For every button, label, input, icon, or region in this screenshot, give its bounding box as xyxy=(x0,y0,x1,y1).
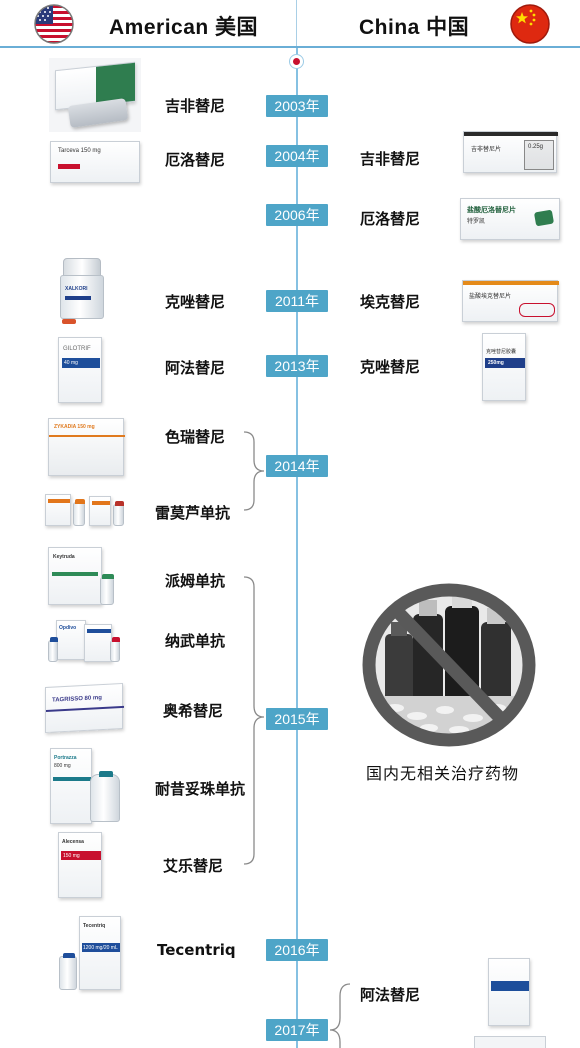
us-pack-ramucirumab-image xyxy=(45,490,127,530)
zykadia-pack-label: ZYKADIA 150 mg xyxy=(54,424,95,430)
us-pack-afatinib-image: GILOTRIF 40 mg xyxy=(58,337,102,403)
header-divider xyxy=(296,0,297,46)
us-drug-necitumumab: 耐昔妥珠单抗 xyxy=(155,780,246,798)
cn-erlotinib-pack-label: 盐酸厄洛替尼片 xyxy=(467,207,516,214)
gilotrif-pack-label: GILOTRIF xyxy=(63,346,91,352)
us-drug-crizotinib: 克唑替尼 xyxy=(165,293,226,311)
year-badge-2013: 2013年 xyxy=(266,355,328,377)
portrazza-pack-dose: 800 mg xyxy=(54,763,71,769)
us-drug-nivolumab: 纳武单抗 xyxy=(165,632,226,650)
cn-crizotinib-pack-label: 克唑替尼胶囊 xyxy=(486,349,517,355)
tecentriq-pack-dose: 1200 mg/20 mL xyxy=(83,945,118,951)
cn-pack-erlotinib-image: 盐酸厄洛替尼片 特罗凯 xyxy=(460,198,560,240)
portrazza-pack-label: Portrazza xyxy=(54,755,77,761)
us-drug-tecentriq: Tecentriq xyxy=(157,941,236,959)
us-drug-ceritinib: 色瑞替尼 xyxy=(165,428,226,446)
us-drug-alectinib: 艾乐替尼 xyxy=(163,857,224,875)
cn-drug-gefitinib: 吉非替尼 xyxy=(360,150,421,168)
keytruda-pack-label: Keytruda xyxy=(53,554,75,560)
us-pack-necitumumab-image: Portrazza 800 mg xyxy=(50,748,126,826)
cn-pack-afatinib-image xyxy=(488,958,530,1026)
cn-pack-gefitinib-image: 吉非替尼片 0.25g xyxy=(463,131,558,173)
us-pack-pembrolizumab-image: Keytruda xyxy=(48,547,118,609)
us-drug-erlotinib: 厄洛替尼 xyxy=(165,151,226,169)
us-pack-alectinib-image: Alecensa 150 mg xyxy=(58,832,102,898)
us-pack-osimertinib-image: TAGRISSO 80 mg xyxy=(45,682,124,734)
timeline-start-dot xyxy=(289,54,304,69)
gilotrif-pack-dose: 40 mg xyxy=(64,360,78,366)
cn-drug-erlotinib: 厄洛替尼 xyxy=(360,210,421,228)
year-badge-2015: 2015年 xyxy=(266,708,328,730)
cn-drug-crizotinib: 克唑替尼 xyxy=(360,358,421,376)
us-drug-osimertinib: 奥希替尼 xyxy=(163,702,224,720)
us-drug-ramucirumab: 雷莫芦单抗 xyxy=(155,504,231,522)
cn-drug-icotinib: 埃克替尼 xyxy=(360,293,421,311)
year-badge-2014: 2014年 xyxy=(266,455,328,477)
us-pack-nivolumab-image: Opdivo xyxy=(48,620,122,666)
year-badge-2011: 2011年 xyxy=(266,290,328,312)
tecentriq-pack-label: Tecentriq xyxy=(83,923,106,929)
china-flag-icon xyxy=(510,4,550,44)
cn-icotinib-pack-label: 盐酸埃克替尼片 xyxy=(469,294,512,300)
header-rule xyxy=(0,46,580,48)
cn-erlotinib-pack-brand: 特罗凯 xyxy=(467,219,486,225)
tarceva-pack-label: Tarceva 150 mg xyxy=(58,148,101,154)
header: American 美国 China 中国 xyxy=(0,0,580,48)
no-drug-caption: 国内无相关治疗药物 xyxy=(366,764,520,783)
year-badge-2003: 2003年 xyxy=(266,95,328,117)
us-drug-pembrolizumab: 派姆单抗 xyxy=(165,572,226,590)
alecensa-pack-dose: 150 mg xyxy=(63,853,80,859)
brace-2015 xyxy=(243,576,265,865)
year-badge-2017: 2017年 xyxy=(266,1019,328,1041)
tagrisso-pack-label: TAGRISSO 80 mg xyxy=(52,695,102,704)
brace-2017 xyxy=(329,983,351,1048)
timeline-axis xyxy=(296,48,298,1048)
cn-drug-afatinib: 阿法替尼 xyxy=(360,986,421,1004)
cn-pack-partial-image xyxy=(474,1036,546,1048)
brace-2014 xyxy=(243,431,265,511)
cn-gefitinib-pack-dose: 0.25g xyxy=(528,144,544,150)
cn-pack-icotinib-image: 盐酸埃克替尼片 xyxy=(462,280,559,322)
us-pack-tecentriq-image: Tecentriq 1200 mg/20 mL xyxy=(55,916,127,992)
us-pack-erlotinib-image: Tarceva 150 mg xyxy=(50,141,140,183)
opdivo-pack-label: Opdivo xyxy=(59,625,77,631)
year-badge-2016: 2016年 xyxy=(266,939,328,961)
header-right-title: China 中国 xyxy=(359,16,470,39)
no-drug-prohibited-icon xyxy=(362,583,536,747)
cn-crizotinib-pack-dose: 250mg xyxy=(488,360,504,366)
us-pack-crizotinib-image: XALKORI xyxy=(58,258,106,326)
xalkori-pack-label: XALKORI xyxy=(65,286,88,292)
cn-pack-crizotinib-image: 克唑替尼胶囊 250mg xyxy=(482,333,526,401)
us-drug-gefitinib: 吉非替尼 xyxy=(165,97,226,115)
header-left-title: American 美国 xyxy=(109,16,259,39)
cn-gefitinib-pack-label: 吉非替尼片 xyxy=(471,147,502,153)
us-pack-ceritinib-image: ZYKADIA 150 mg xyxy=(48,418,125,476)
usa-flag-icon xyxy=(34,4,74,44)
alecensa-pack-label: Alecensa xyxy=(62,839,84,845)
us-pack-gefitinib-image xyxy=(49,58,141,132)
us-drug-afatinib: 阿法替尼 xyxy=(165,359,226,377)
year-badge-2006: 2006年 xyxy=(266,204,328,226)
year-badge-2004: 2004年 xyxy=(266,145,328,167)
